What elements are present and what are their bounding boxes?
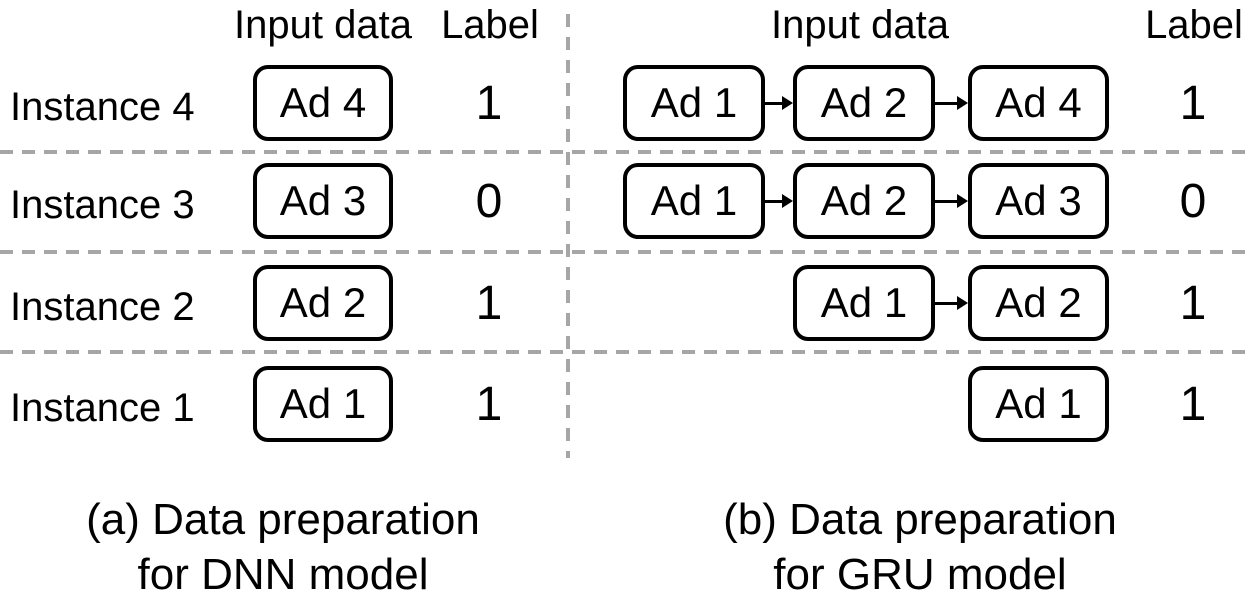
arrow-head xyxy=(782,194,793,208)
instance-label-4: Instance 4 xyxy=(10,84,195,129)
label-value: 1 xyxy=(475,276,503,330)
label-value: 0 xyxy=(475,174,503,228)
instance-label-3: Instance 3 xyxy=(10,182,195,227)
arrow-head xyxy=(957,296,968,310)
ad-box: Ad 1 xyxy=(253,366,393,442)
panel-a-input-data-header: Input data xyxy=(234,3,412,47)
panel-b-label-header: Label xyxy=(1145,3,1243,47)
ad-box-text: Ad 2 xyxy=(820,79,908,126)
arrow-line xyxy=(935,101,957,105)
ad-box-text: Ad 3 xyxy=(279,177,367,224)
label-value: 1 xyxy=(1179,377,1207,431)
label-value: 0 xyxy=(1179,174,1207,228)
label-value: 1 xyxy=(1179,276,1207,330)
instance-label-1: Instance 1 xyxy=(10,385,195,430)
ad-box-text: Ad 1 xyxy=(279,380,367,427)
arrow-right-icon xyxy=(935,65,968,141)
ad-box-text: Ad 1 xyxy=(650,79,738,126)
ad-box: Ad 2 xyxy=(793,65,935,141)
caption-panel-b: (b) Data preparation for GRU model xyxy=(670,492,1170,602)
arrow-line xyxy=(765,101,782,105)
label-value: 1 xyxy=(475,76,503,130)
row-divider-3 xyxy=(0,350,1247,354)
ad-box-text: Ad 2 xyxy=(995,279,1082,326)
arrow-right-icon xyxy=(765,65,793,141)
ad-box-text: Ad 1 xyxy=(995,380,1082,427)
ad-box: Ad 4 xyxy=(253,65,393,141)
arrow-head xyxy=(957,194,968,208)
ad-box: Ad 1 xyxy=(623,163,765,239)
panel-divider xyxy=(566,14,570,458)
arrow-head xyxy=(782,96,793,110)
panel-b-input-data-header: Input data xyxy=(771,3,949,47)
ad-box: Ad 1 xyxy=(623,65,765,141)
arrow-line xyxy=(765,199,782,203)
ad-box: Ad 2 xyxy=(793,163,935,239)
caption-panel-a-line1: (a) Data preparation xyxy=(86,495,480,544)
label-value: 1 xyxy=(1179,76,1207,130)
instance-label-2: Instance 2 xyxy=(10,284,195,329)
arrow-line xyxy=(935,199,957,203)
ad-box-text: Ad 3 xyxy=(995,177,1082,224)
ad-box: Ad 2 xyxy=(253,265,393,341)
caption-panel-a: (a) Data preparation for DNN model xyxy=(33,492,533,602)
row-divider-2 xyxy=(0,250,1247,254)
arrow-right-icon xyxy=(935,163,968,239)
ad-box: Ad 1 xyxy=(968,366,1109,442)
ad-box-text: Ad 2 xyxy=(279,279,367,326)
ad-box: Ad 3 xyxy=(253,163,393,239)
ad-box-text: Ad 4 xyxy=(279,79,367,126)
arrow-right-icon xyxy=(765,163,793,239)
row-divider-1 xyxy=(0,150,1247,154)
ad-box: Ad 4 xyxy=(968,65,1109,141)
caption-panel-b-line2: for GRU model xyxy=(773,550,1067,599)
caption-panel-a-line2: for DNN model xyxy=(137,550,429,599)
arrow-right-icon xyxy=(935,265,968,341)
ad-box: Ad 1 xyxy=(793,265,935,341)
ad-box-text: Ad 1 xyxy=(820,279,908,326)
label-value: 1 xyxy=(475,377,503,431)
ad-box-text: Ad 1 xyxy=(650,177,738,224)
arrow-head xyxy=(957,96,968,110)
ad-box: Ad 3 xyxy=(968,163,1109,239)
panel-a-label-header: Label xyxy=(441,3,539,47)
caption-panel-b-line1: (b) Data preparation xyxy=(723,495,1117,544)
ad-box-text: Ad 4 xyxy=(995,79,1082,126)
arrow-line xyxy=(935,301,957,305)
ad-box-text: Ad 2 xyxy=(820,177,908,224)
ad-box: Ad 2 xyxy=(968,265,1109,341)
